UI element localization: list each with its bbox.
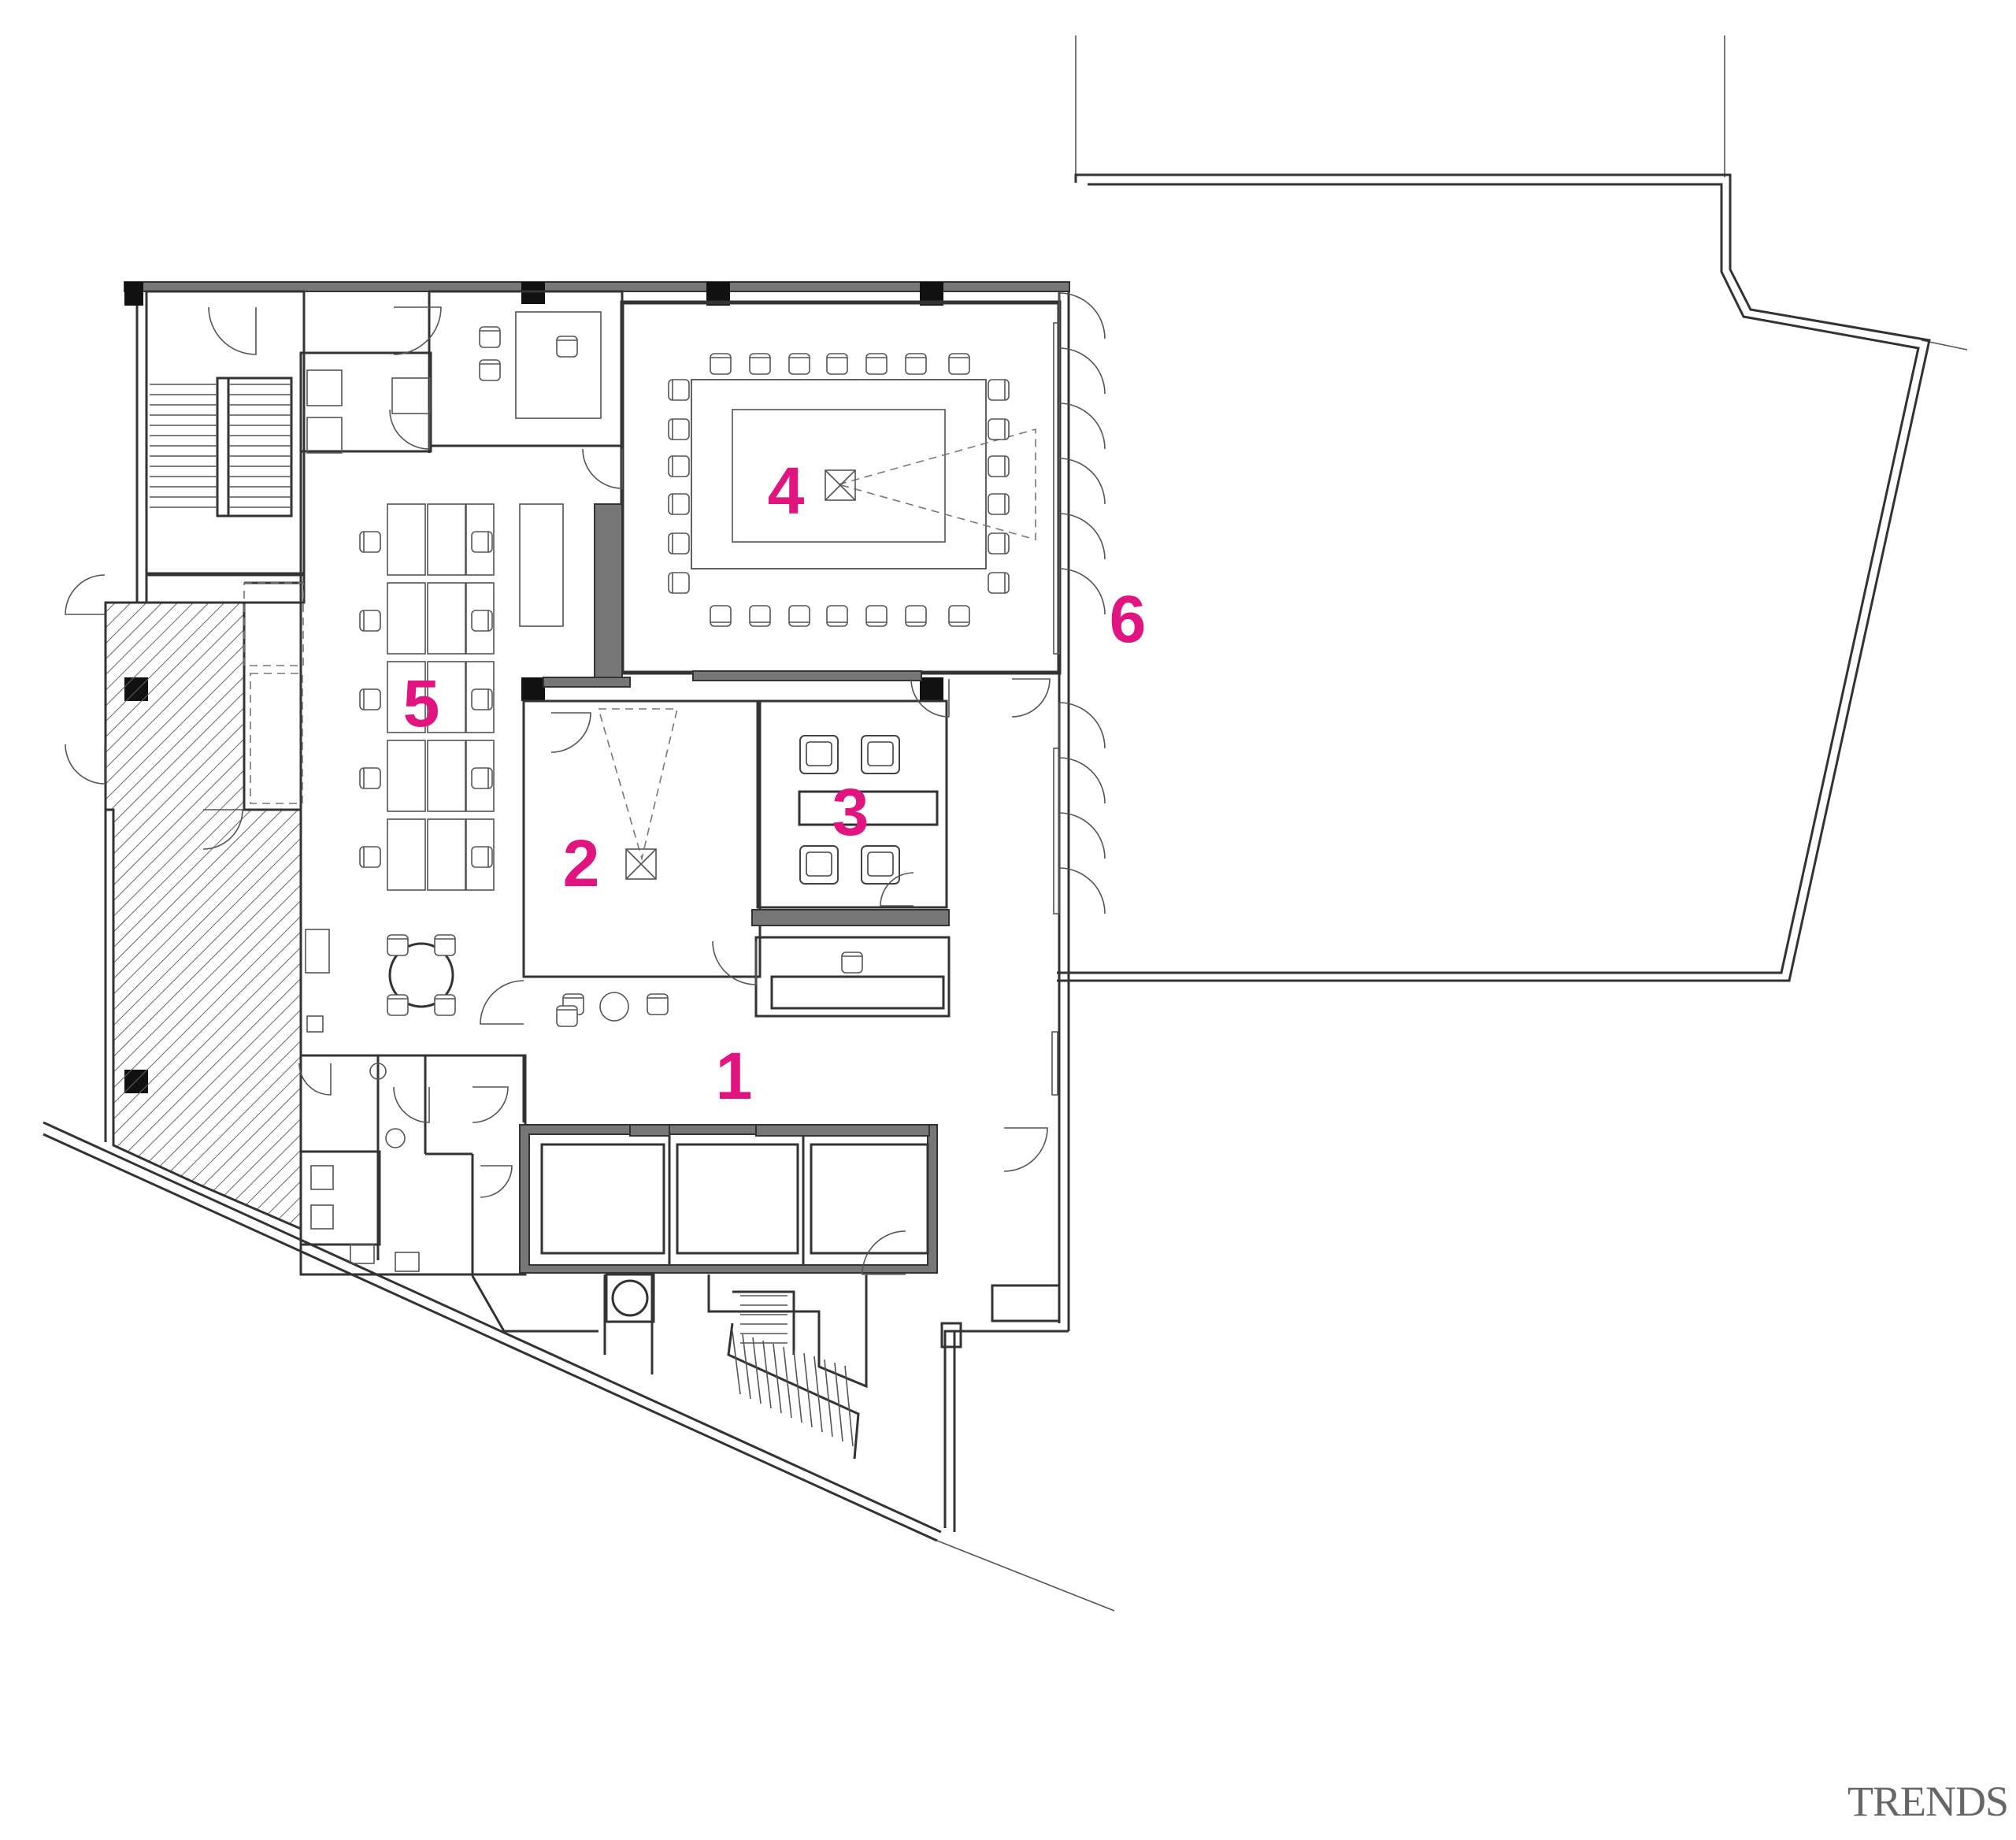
boardroom-chair xyxy=(865,353,888,375)
desk-chair xyxy=(471,531,493,553)
workstation-desk xyxy=(427,661,466,733)
boardroom-chair xyxy=(826,605,848,627)
workstation-desk xyxy=(427,740,466,812)
boardroom-chair xyxy=(668,455,690,477)
boardroom-chair xyxy=(988,493,1010,515)
workstation-desk xyxy=(387,582,426,655)
boardroom-chair xyxy=(988,418,1010,440)
boardroom-chair xyxy=(988,455,1010,477)
boardroom-chair xyxy=(668,532,690,555)
desk-chair xyxy=(359,610,381,632)
hatched-zone xyxy=(104,601,302,1231)
room-labels: 1 2 3 4 5 6 xyxy=(403,454,1147,1113)
desk-chair xyxy=(359,531,381,553)
room-label-1: 1 xyxy=(716,1039,753,1113)
boardroom-chair xyxy=(668,379,690,401)
workstation-desk xyxy=(387,503,426,576)
boardroom-chair xyxy=(905,353,927,375)
stair-bottom xyxy=(471,1273,868,1460)
boardroom-chair xyxy=(948,605,970,627)
room-label-5: 5 xyxy=(403,666,440,740)
desk-chair xyxy=(471,688,493,710)
workstation-desk xyxy=(387,661,426,733)
partitions xyxy=(243,290,1062,1122)
boardroom-chair xyxy=(865,605,888,627)
room-label-4: 4 xyxy=(768,454,805,528)
boardroom-chair xyxy=(710,605,732,627)
desk-chair xyxy=(359,767,381,789)
boardroom-chair xyxy=(988,572,1010,594)
boardroom-chair xyxy=(905,605,927,627)
boardroom-chair xyxy=(788,605,810,627)
boardroom-chair xyxy=(668,418,690,440)
building-outline xyxy=(43,281,1115,1612)
boardroom-chair xyxy=(948,353,970,375)
boardroom-chair xyxy=(668,493,690,515)
boardroom-chair xyxy=(749,605,771,627)
desk-chair xyxy=(359,688,381,710)
workstation-desk xyxy=(427,503,466,576)
lift-core xyxy=(519,1124,938,1274)
boardroom-chair xyxy=(710,353,732,375)
room-label-6: 6 xyxy=(1110,582,1147,656)
desk-chair xyxy=(471,846,493,868)
boardroom-chair xyxy=(988,532,1010,555)
furniture xyxy=(306,311,1036,1027)
workstation-desk xyxy=(427,818,466,891)
stair-top-left xyxy=(145,290,306,604)
workstation-desk xyxy=(387,740,426,812)
trends-watermark: TRENDS xyxy=(1847,1778,2008,1825)
boardroom-chair xyxy=(749,353,771,375)
room-label-3: 3 xyxy=(832,775,869,849)
workstation-desk xyxy=(427,582,466,655)
desk-chair xyxy=(359,846,381,868)
desk-chair xyxy=(471,610,493,632)
terrace-outline xyxy=(1057,35,1968,982)
workstation-desk xyxy=(387,818,426,891)
room-label-2: 2 xyxy=(563,826,600,900)
boardroom-chair xyxy=(826,353,848,375)
boardroom-chair xyxy=(668,572,690,594)
doors xyxy=(65,292,1106,1275)
boardroom-chair xyxy=(788,353,810,375)
boardroom-table xyxy=(691,379,987,569)
boardroom-chair xyxy=(988,379,1010,401)
desk-chair xyxy=(471,767,493,789)
